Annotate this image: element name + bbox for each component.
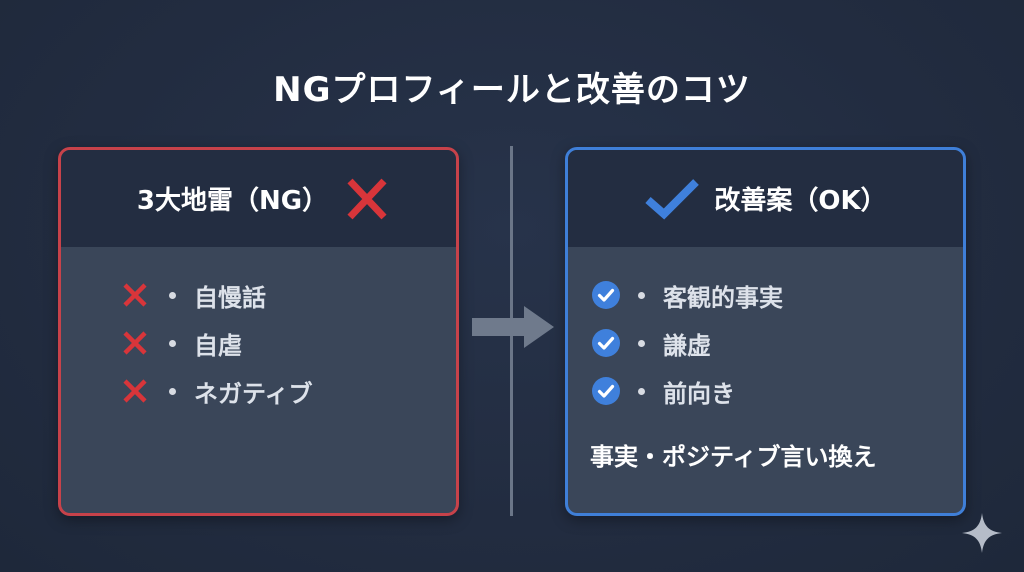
bullet-dot	[638, 387, 645, 395]
cross-icon	[123, 331, 147, 355]
list-item: 客観的事実	[568, 271, 963, 319]
list-item-text: 前向き	[663, 379, 735, 408]
list-item-text: 謙虚	[663, 331, 711, 360]
check-circle-icon	[592, 281, 620, 309]
ng-card-heading: 3大地雷（NG）	[136, 186, 329, 216]
ok-card-body: 客観的事実 謙虚 前向き 事実・ポジティブ言い換え	[568, 247, 963, 472]
ng-card-header: 3大地雷（NG）	[61, 150, 456, 247]
ok-card: 改善案（OK） 客観的事実 謙虚	[565, 147, 966, 516]
list-item: 前向き	[568, 367, 963, 415]
check-circle-icon	[592, 377, 620, 405]
cross-icon	[347, 178, 387, 219]
ok-summary: 事実・ポジティブ言い換え	[590, 443, 877, 471]
sparkle-icon	[962, 513, 1002, 553]
cross-icon	[123, 283, 147, 307]
list-item-text: 自虐	[194, 331, 242, 360]
ok-card-heading: 改善案（OK）	[714, 186, 887, 216]
list-item: ネガティブ	[61, 367, 456, 415]
list-item: 謙虚	[568, 319, 963, 367]
page-title: NGプロフィールと改善のコツ	[273, 70, 751, 110]
ok-card-header: 改善案（OK）	[568, 150, 963, 247]
check-circle-icon	[592, 329, 620, 357]
bullet-dot	[169, 291, 176, 299]
arrow-right-icon	[472, 306, 554, 348]
list-item-text: 自慢話	[194, 283, 266, 312]
checkmark-icon	[645, 178, 700, 219]
bullet-dot	[638, 339, 645, 347]
list-item: 自虐	[61, 319, 456, 367]
cross-icon	[123, 379, 147, 403]
ng-card-body: 自慢話 自虐 ネガティブ	[61, 247, 456, 415]
bullet-dot	[638, 291, 645, 299]
list-item-text: ネガティブ	[194, 379, 313, 408]
list-item-text: 客観的事実	[663, 283, 783, 312]
bullet-dot	[169, 339, 176, 347]
bullet-dot	[169, 387, 176, 395]
list-item: 自慢話	[61, 271, 456, 319]
ng-card: 3大地雷（NG） 自慢話 自虐	[58, 147, 459, 516]
